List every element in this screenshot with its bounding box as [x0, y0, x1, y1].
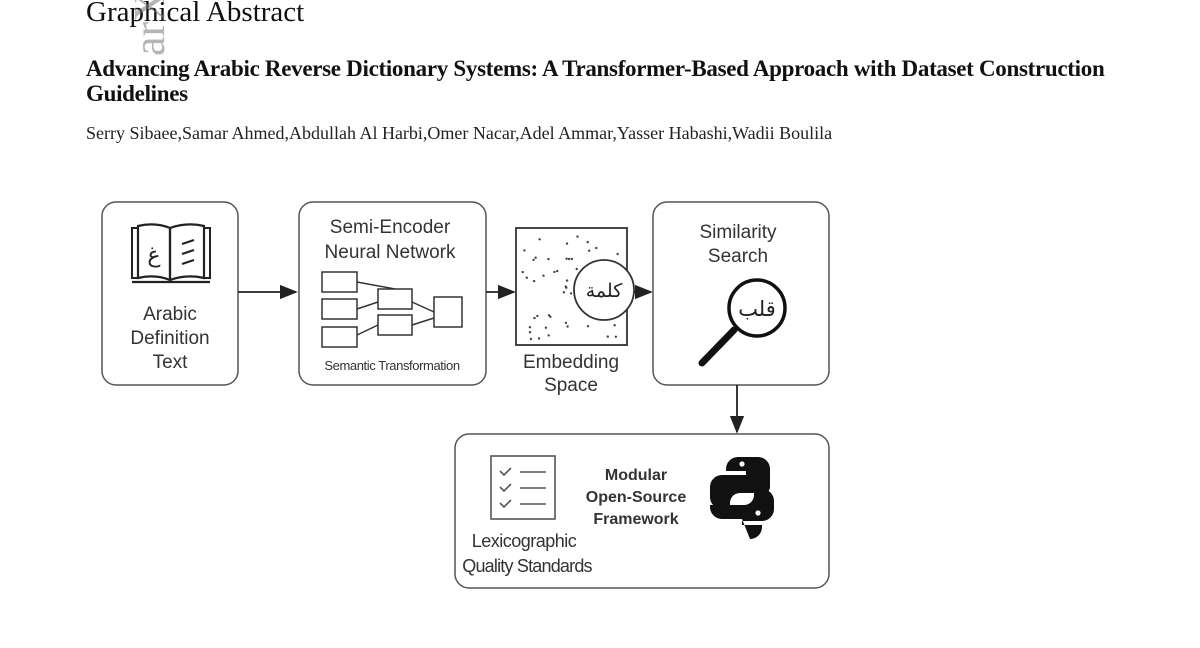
magnifier-icon: قلب	[698, 278, 787, 367]
embedding-dot	[576, 235, 579, 238]
embedding-dot	[616, 252, 619, 256]
search-word: قلب	[738, 297, 776, 321]
box2-title-line: Semi-Encoder	[330, 217, 451, 238]
embedding-dot	[528, 331, 532, 334]
embedding-label-line: Space	[544, 375, 598, 396]
checklist-icon	[490, 455, 556, 520]
author-list: Serry Sibaee,Samar Ahmed,Abdullah Al Har…	[86, 123, 833, 143]
checklist-label-line: Quality Standards	[462, 556, 592, 576]
embedding-dot	[564, 321, 568, 325]
embedding-dot	[542, 274, 545, 277]
scatter-points-icon	[521, 235, 619, 341]
embedding-dot	[575, 267, 578, 271]
book-letter: غ	[147, 243, 160, 268]
neural-network-icon	[321, 271, 463, 348]
embedding-dot	[565, 257, 568, 260]
framework-line: Open-Source	[586, 489, 687, 506]
box1-label-line: Definition	[130, 328, 209, 349]
embedding-dot	[614, 335, 618, 338]
embedding-dot	[536, 314, 539, 318]
embedding-dot	[521, 270, 524, 274]
embedding-dot	[565, 242, 569, 245]
embedding-dot	[547, 314, 551, 317]
embedding-dot	[613, 324, 616, 327]
box1-label-line: Arabic	[143, 304, 197, 325]
embedding-dot	[569, 292, 573, 295]
checklist-label-line: Lexicographic	[472, 531, 577, 551]
box3-title-line: Search	[708, 246, 768, 267]
embedding-dot	[556, 269, 559, 273]
box1-label-line: Text	[153, 352, 189, 373]
embedding-dot	[567, 257, 571, 261]
embedding-dot	[553, 270, 556, 274]
embedding-dot	[564, 285, 567, 288]
arabic-definition-box: غ Arabic Definition Text	[101, 201, 239, 386]
embedding-dot	[566, 325, 569, 328]
section-heading: Graphical Abstract	[86, 0, 305, 28]
embedding-dot	[562, 291, 566, 294]
embedding-dot	[529, 337, 533, 341]
embedding-dot	[547, 334, 550, 337]
embedding-word: كلمة	[586, 280, 623, 302]
embedding-dot	[586, 240, 589, 244]
open-book-icon: غ	[131, 223, 211, 284]
embedding-dot	[537, 337, 541, 340]
embedding-dot	[532, 258, 535, 262]
similarity-search-box: Similarity Search قلب	[652, 201, 830, 386]
box2-title-line: Neural Network	[325, 242, 456, 263]
embedding-dot	[538, 238, 541, 241]
embedding-dot	[525, 276, 528, 279]
framework-line: Modular	[605, 467, 667, 484]
embedding-dot	[588, 249, 591, 252]
embedding-space: كلمة Embedding Space	[515, 227, 635, 396]
embedding-dot	[570, 257, 574, 261]
embedding-dot	[532, 279, 536, 283]
embedding-dot	[547, 257, 550, 261]
embedding-dot	[534, 256, 537, 259]
embedding-dot	[544, 326, 548, 329]
framework-box: Lexicographic Quality Standards Modular …	[454, 433, 830, 589]
embedding-dot	[523, 249, 526, 252]
paper-title: Advancing Arabic Reverse Dictionary Syst…	[86, 56, 1105, 106]
embedding-label-line: Embedding	[523, 352, 619, 373]
embedding-dot	[586, 325, 590, 328]
embedding-dot	[606, 335, 609, 338]
semi-encoder-box: Semi-Encoder Neural Network Semantic Tra…	[298, 201, 487, 386]
embedding-dot	[595, 246, 598, 250]
box2-caption: Semantic Transformation	[324, 358, 459, 373]
python-logo-icon	[710, 457, 774, 539]
embedding-dot	[565, 279, 569, 282]
framework-line: Framework	[593, 511, 678, 528]
embedding-dot	[549, 315, 552, 318]
embedding-dot	[533, 316, 536, 320]
box3-title-line: Similarity	[699, 222, 777, 243]
embedding-dot	[528, 326, 532, 329]
